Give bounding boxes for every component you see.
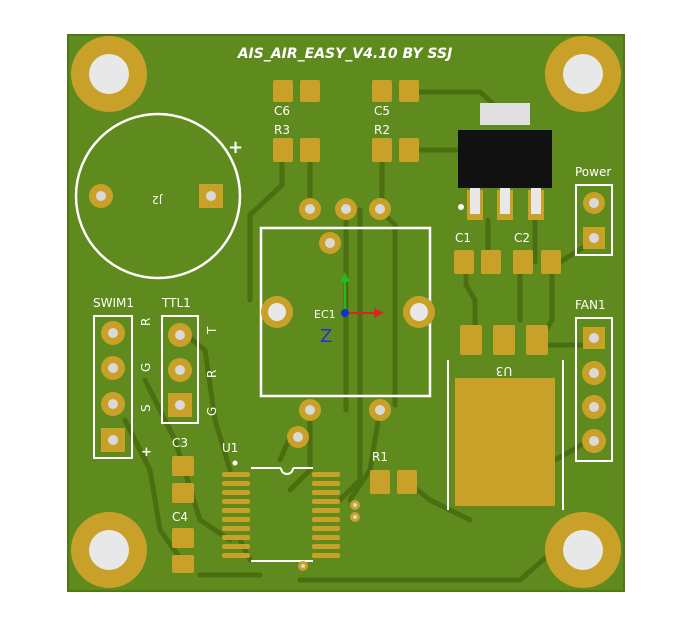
- component-u3: U3: [447, 325, 564, 510]
- swim-pin-s: S: [139, 404, 153, 412]
- axis-gizmo: Z: [320, 272, 384, 347]
- label-ec1: EC1: [314, 308, 336, 321]
- ttl-pin-t: T: [205, 326, 219, 335]
- mounting-hole-bottom-right: [545, 512, 621, 588]
- label-r1: R1: [372, 450, 388, 464]
- component-c4: C4: [172, 510, 194, 573]
- component-j2: + J2: [74, 112, 243, 280]
- label-power: Power: [575, 165, 611, 179]
- label-swim1: SWIM1: [93, 296, 134, 310]
- mounting-hole-top-left: [71, 36, 147, 112]
- label-c3: C3: [172, 436, 188, 450]
- label-c1: C1: [455, 231, 471, 245]
- component-ec1: EC1: [259, 226, 435, 398]
- j2-plus-sign: +: [228, 137, 243, 158]
- label-ttl1: TTL1: [161, 296, 191, 310]
- component-c1: C1: [454, 231, 501, 274]
- label-j2: J2: [152, 193, 163, 206]
- swim-pin-plus: +: [141, 445, 152, 460]
- component-r1: R1: [370, 450, 417, 494]
- label-c2: C2: [514, 231, 530, 245]
- label-c4: C4: [172, 510, 188, 524]
- swim-pin-r: R: [139, 318, 153, 326]
- mounting-hole-top-right: [545, 36, 621, 112]
- ec1-pins: [287, 198, 391, 448]
- component-c2: C2: [513, 231, 561, 274]
- component-ttl1: TTL1 T R G: [161, 296, 219, 424]
- component-c6: C6: [273, 80, 320, 118]
- component-fan1: FAN1: [575, 298, 613, 462]
- mounting-hole-bottom-left: [71, 512, 147, 588]
- component-c5: C5: [372, 80, 419, 118]
- board-title: AIS_AIR_EASY_V4.10 BY SSJ: [237, 46, 453, 62]
- label-r3: R3: [274, 123, 290, 137]
- voltage-regulator: [458, 103, 552, 220]
- component-c3: C3: [172, 436, 194, 503]
- label-fan1: FAN1: [575, 298, 606, 312]
- vias: [298, 500, 360, 571]
- component-swim1: SWIM1 R G S +: [93, 296, 153, 460]
- component-r3: R3: [273, 123, 320, 162]
- z-axis-label: Z: [320, 326, 332, 347]
- label-r2: R2: [374, 123, 390, 137]
- label-c6: C6: [274, 104, 290, 118]
- label-u1: U1: [222, 441, 238, 455]
- component-power-connector: Power: [575, 165, 613, 256]
- ttl-pin-r: R: [205, 370, 219, 378]
- label-c5: C5: [374, 104, 390, 118]
- swim-pin-g: G: [139, 363, 153, 372]
- ttl-pin-g: G: [205, 407, 219, 416]
- label-u3: U3: [496, 364, 512, 378]
- component-u1: U1: [222, 441, 340, 562]
- component-r2: R2: [372, 123, 419, 162]
